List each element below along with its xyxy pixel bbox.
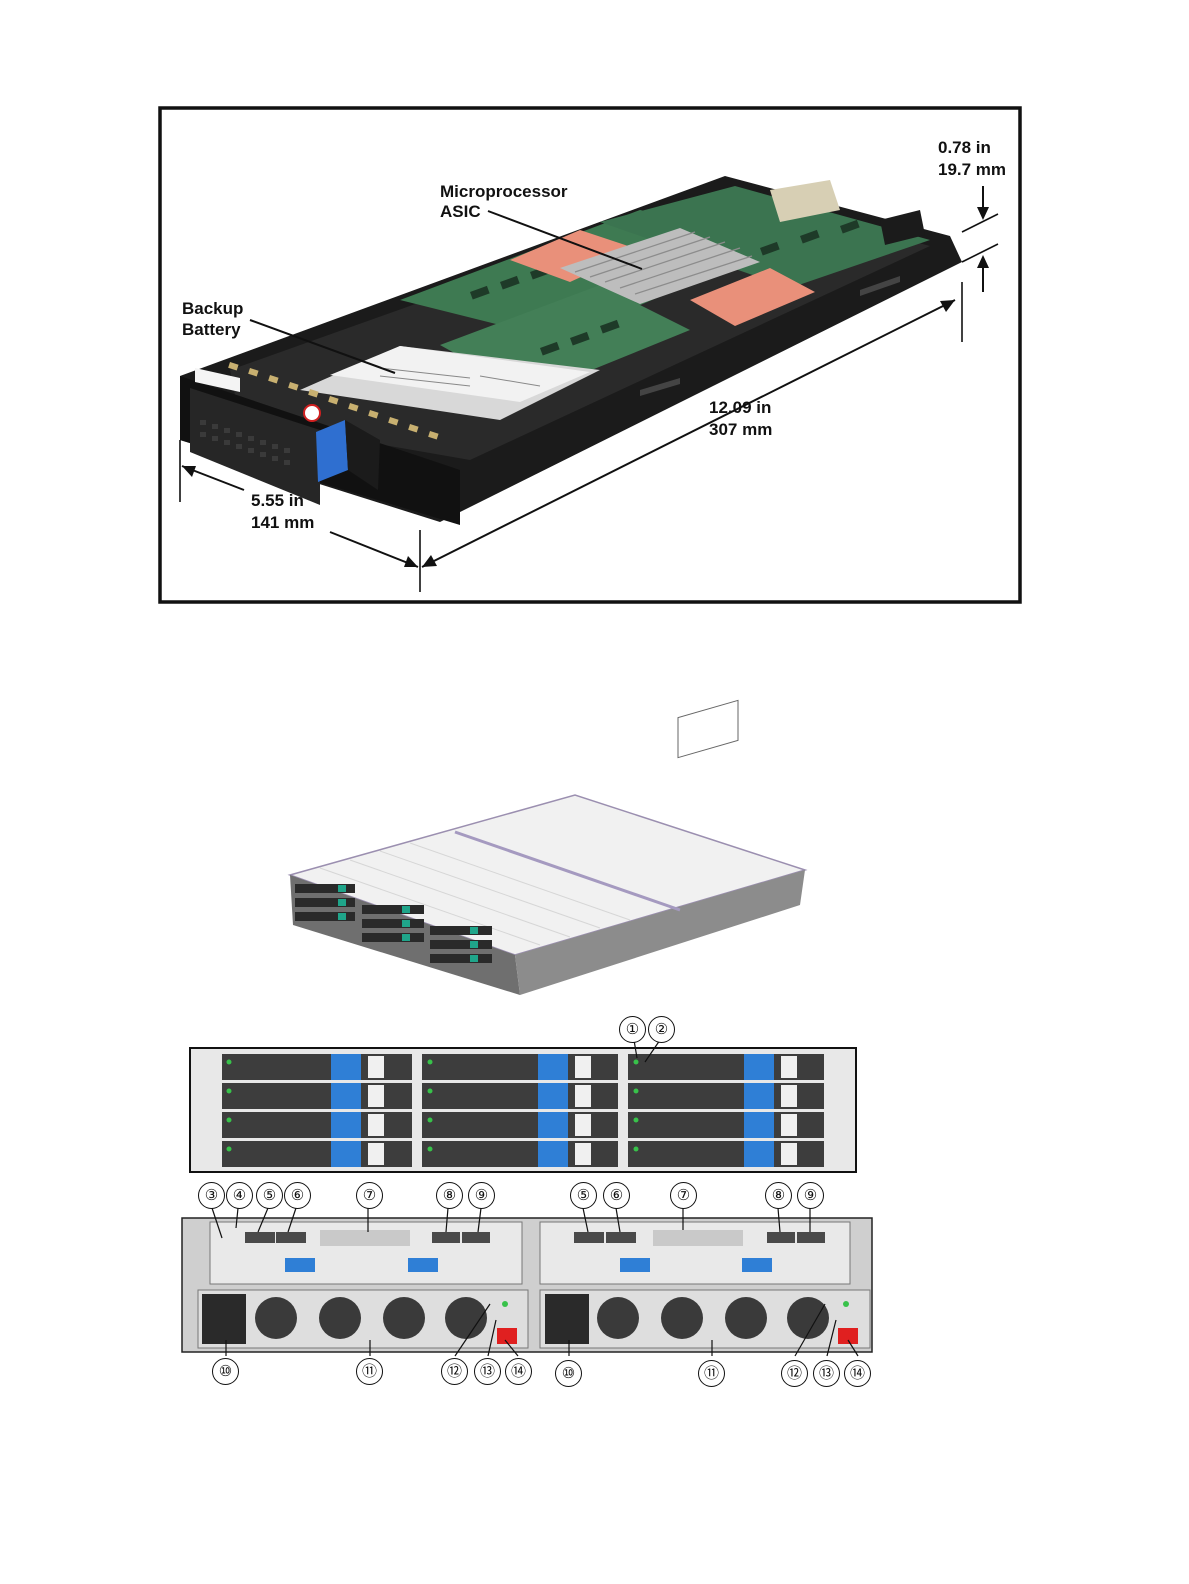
controller-module-figure: Microprocessor ASIC Backup Battery 0.78 … (0, 0, 1189, 620)
height-label-in: 0.78 in (938, 137, 991, 158)
callout-rear-11-left: ⑪ (356, 1358, 383, 1385)
callout-rear-14-left: ⑭ (505, 1358, 532, 1385)
callout-rear-7-left: ⑦ (356, 1182, 383, 1209)
asic-label-line2: ASIC (440, 201, 481, 222)
callout-rear-14-right: ⑭ (844, 1360, 871, 1387)
enclosure-iso-view (290, 700, 805, 995)
battery-label-line2: Battery (182, 319, 241, 340)
rear-panel (182, 1218, 872, 1352)
callout-rear-10-left: ⑩ (212, 1358, 239, 1385)
callout-rear-9-left: ⑨ (468, 1182, 495, 1209)
callout-rear-3: ③ (198, 1182, 225, 1209)
callout-rear-10-right: ⑩ (555, 1360, 582, 1387)
length-label-in: 12.09 in (709, 397, 771, 418)
callout-rear-6-left: ⑥ (284, 1182, 311, 1209)
height-label-mm: 19.7 mm (938, 159, 1006, 180)
callout-front-1: ① (619, 1016, 646, 1043)
callout-rear-11-right: ⑪ (698, 1360, 725, 1387)
callout-rear-6-right: ⑥ (603, 1182, 630, 1209)
length-label-mm: 307 mm (709, 419, 772, 440)
callout-front-2: ② (648, 1016, 675, 1043)
power-switch-left (497, 1328, 517, 1344)
asic-label-line1: Microprocessor (440, 181, 568, 202)
callout-rear-13-right: ⑬ (813, 1360, 840, 1387)
width-label-mm: 141 mm (251, 512, 314, 533)
callout-rear-8-left: ⑧ (436, 1182, 463, 1209)
width-label-in: 5.55 in (251, 490, 304, 511)
callout-rear-13-left: ⑬ (474, 1358, 501, 1385)
callout-rear-12-left: ⑫ (441, 1358, 468, 1385)
power-switch-right (838, 1328, 858, 1344)
front-panel (190, 1040, 856, 1172)
callout-rear-8-right: ⑧ (765, 1182, 792, 1209)
callout-rear-12-right: ⑫ (781, 1360, 808, 1387)
battery-label-line1: Backup (182, 298, 243, 319)
callout-rear-4: ④ (226, 1182, 253, 1209)
callout-rear-5-left: ⑤ (256, 1182, 283, 1209)
controller-module-drawing (0, 0, 1189, 620)
callout-rear-9-right: ⑨ (797, 1182, 824, 1209)
callout-rear-7-right: ⑦ (670, 1182, 697, 1209)
callout-rear-5-right: ⑤ (570, 1182, 597, 1209)
